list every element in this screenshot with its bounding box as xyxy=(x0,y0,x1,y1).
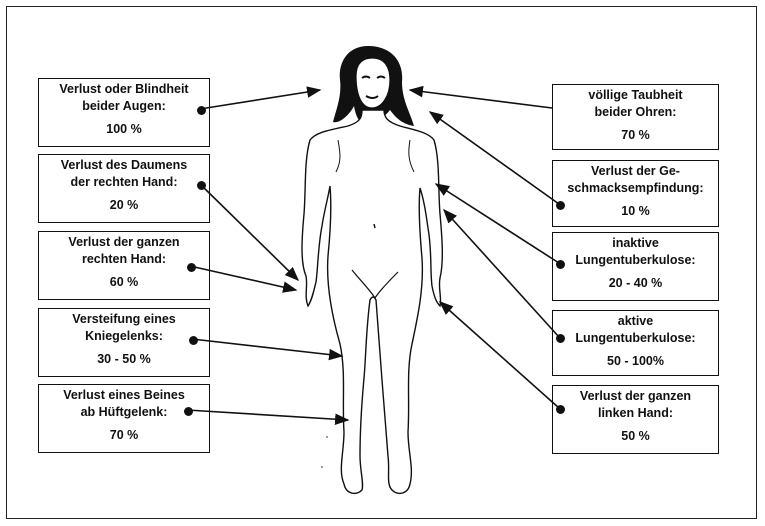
arrow-inactive-tb xyxy=(436,184,559,263)
arrow-knee xyxy=(192,339,342,356)
navel-mark xyxy=(374,224,375,228)
arrow-right-hand xyxy=(190,266,296,290)
face-shape xyxy=(356,58,390,108)
speck-1 xyxy=(326,436,328,438)
arrow-leg xyxy=(187,410,348,420)
arrow-thumb xyxy=(200,184,298,280)
arrow-active-tb xyxy=(444,210,559,337)
arrow-eyes xyxy=(200,90,320,109)
speck-2 xyxy=(321,466,323,468)
arrow-taste xyxy=(430,112,559,204)
arrow-ears xyxy=(410,90,552,108)
body-outline xyxy=(302,110,442,493)
